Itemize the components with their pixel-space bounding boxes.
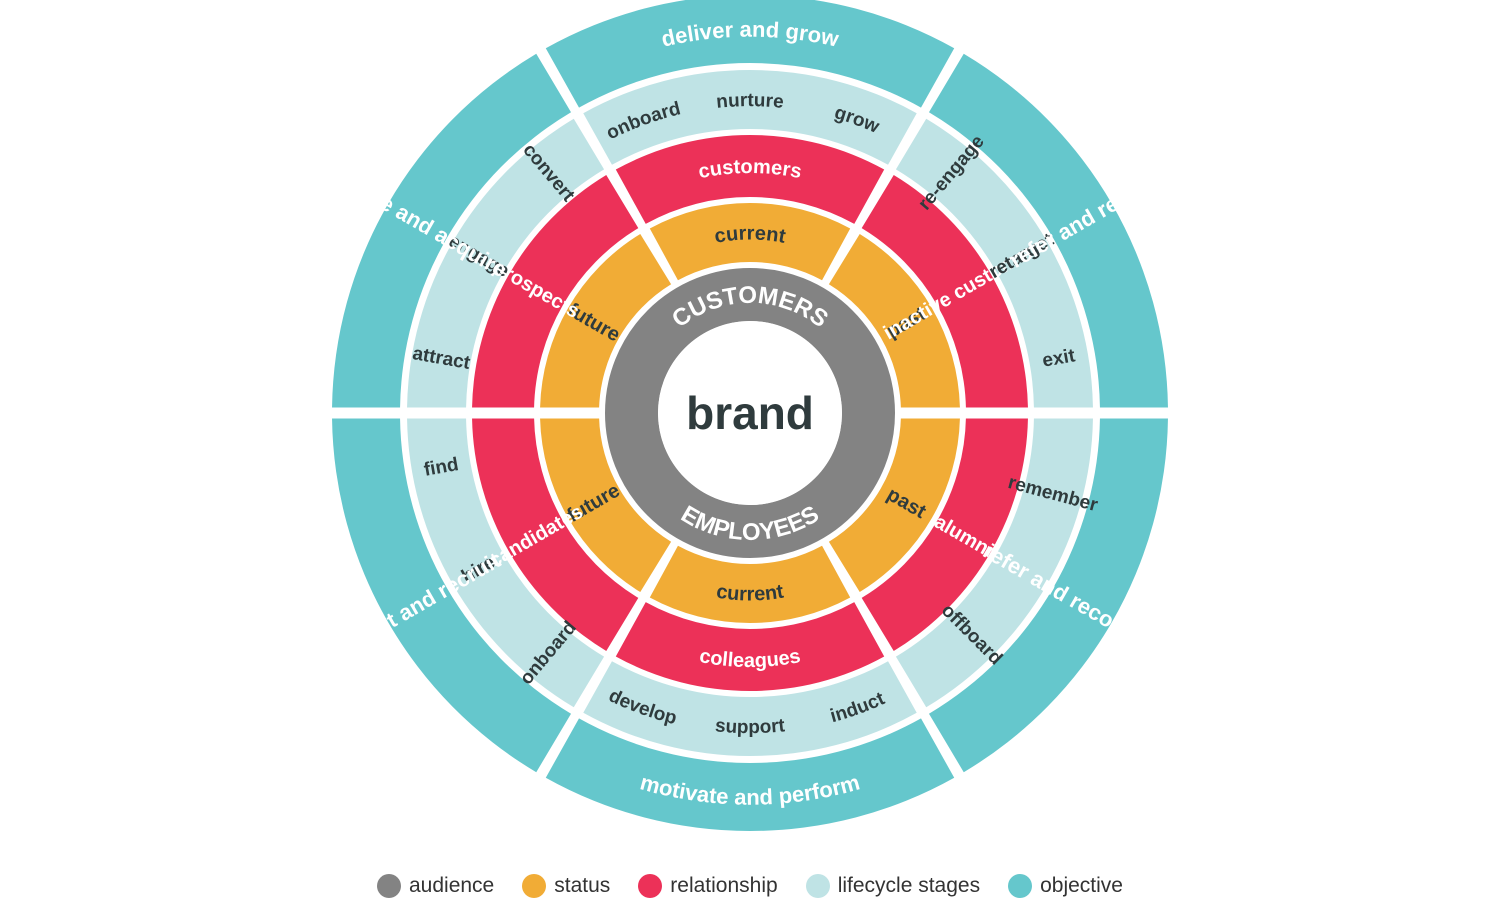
legend-item-audience: audience	[377, 874, 494, 898]
objective-segment-upper-right	[928, 53, 1168, 409]
status-segment-bottom	[649, 545, 851, 624]
legend-label-lifecycle-stages: lifecycle stages	[837, 874, 981, 897]
status-label-top: current	[713, 222, 788, 247]
lifecycle-segment-top	[583, 69, 917, 165]
legend-label-audience: audience	[409, 874, 495, 897]
relationship-segment-lower-right	[861, 417, 1028, 651]
status-segment-lower-right	[828, 416, 960, 593]
objective-segment-bottom	[545, 718, 955, 831]
objective-segment-upper-left	[332, 53, 572, 409]
brand-label: brand	[686, 387, 814, 439]
wheel-rings	[330, 0, 1170, 831]
lifecycle-segment-lower-left	[407, 417, 605, 708]
lifecycle-label-bottom-1: support	[714, 715, 786, 738]
status-label-bottom: current	[715, 581, 786, 606]
status-segment-upper-right	[828, 233, 960, 410]
objective-segment-lower-left	[332, 417, 572, 773]
legend-swatch-objective	[1008, 874, 1033, 898]
lifecycle-segment-upper-left	[407, 118, 605, 409]
status-segment-lower-left	[540, 416, 672, 593]
legend: audience status relationship lifecycle s…	[0, 872, 1500, 900]
relationship-segment-bottom	[615, 602, 885, 691]
lifecycle-segment-lower-right	[895, 417, 1093, 708]
legend-item-lifecycle-stages: lifecycle stages	[805, 874, 981, 898]
lifecycle-segment-upper-right	[895, 118, 1093, 409]
lifecycle-label-top-1: nurture	[715, 90, 784, 113]
status-segment-top	[649, 203, 851, 281]
brand-core	[658, 321, 842, 505]
lifecycle-segment-bottom	[583, 661, 917, 756]
relationship-segment-upper-right	[861, 175, 1028, 409]
legend-item-objective: objective	[1008, 874, 1123, 898]
legend-swatch-audience	[377, 874, 401, 898]
legend-label-objective: objective	[1040, 874, 1123, 897]
objective-segment-top	[545, 0, 955, 108]
legend-item-relationship: relationship	[638, 874, 778, 898]
relationship-segment-top	[615, 135, 885, 224]
legend-swatch-relationship	[638, 874, 663, 898]
status-segment-upper-left	[540, 233, 672, 410]
legend-swatch-lifecycle-stages	[805, 874, 830, 898]
audience-ring	[605, 268, 895, 558]
relationship-segment-upper-left	[472, 175, 639, 409]
relationship-segment-lower-left	[472, 417, 639, 651]
legend-item-status: status	[522, 874, 610, 898]
legend-label-status: status	[554, 874, 611, 897]
legend-label-relationship: relationship	[670, 874, 778, 897]
legend-swatch-status	[522, 874, 547, 898]
objective-segment-lower-right	[928, 417, 1168, 773]
